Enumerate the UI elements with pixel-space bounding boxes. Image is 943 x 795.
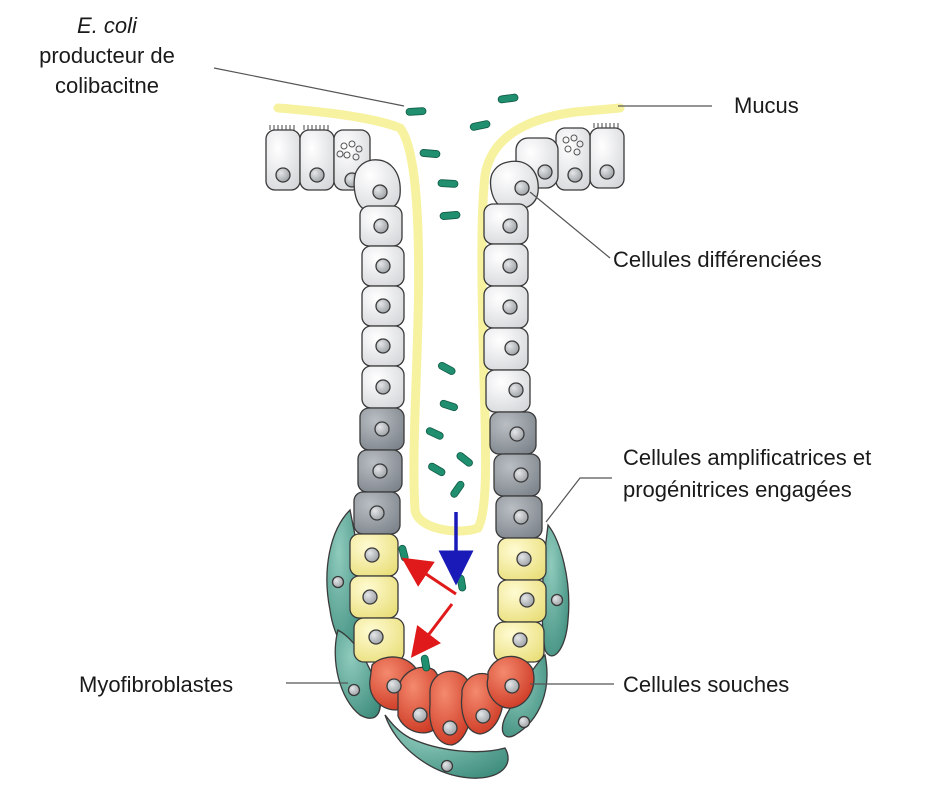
red-arrow-icon <box>420 604 452 646</box>
bacterium-icon <box>406 107 426 115</box>
bacterium-icon <box>455 451 473 468</box>
bacterium-icon <box>427 462 446 477</box>
bacterium-icon <box>470 120 491 131</box>
bacterium-icon <box>398 544 409 561</box>
crypt-right-column <box>484 161 546 662</box>
bacterium-icon <box>437 361 456 376</box>
differentiated-cell <box>491 161 539 209</box>
bacterium-icon <box>438 179 458 187</box>
bacterium-icon <box>420 149 441 158</box>
crypt-left-column <box>350 160 404 662</box>
label-amplifying-line1: Cellules amplificatrices et <box>623 445 871 470</box>
bacterium-icon <box>425 426 444 440</box>
label-stem-cells: Cellules souches <box>623 672 789 697</box>
red-arrow-icon <box>414 566 456 594</box>
label-mucus: Mucus <box>734 93 799 118</box>
bacterium-icon <box>449 480 465 499</box>
leader-differentiated <box>530 192 610 258</box>
bacterium-icon <box>440 211 461 220</box>
label-ecoli-name: E. coli <box>77 13 138 38</box>
label-ecoli-line2: producteur de <box>39 43 175 68</box>
label-differentiated: Cellules différenciées <box>613 247 822 272</box>
label-myofibroblasts: Myofibroblastes <box>79 672 233 697</box>
bacterium-icon <box>457 575 467 592</box>
bacterium-icon <box>498 94 519 104</box>
leader-ecoli <box>214 68 404 106</box>
label-ecoli-line3: colibacitne <box>55 73 159 98</box>
bacterium-icon <box>439 399 458 411</box>
label-amplifying-line2: progénitrices engagées <box>623 477 852 502</box>
leader-amplifying <box>546 478 612 522</box>
